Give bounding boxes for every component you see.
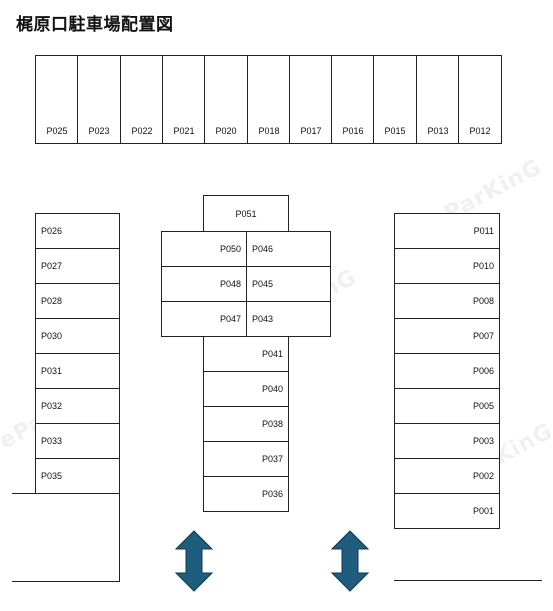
entrance-arrow-left [175, 530, 213, 592]
parking-space[interactable]: P011 [394, 213, 500, 249]
parking-space-label: P021 [173, 126, 195, 136]
parking-space-label: P016 [342, 126, 364, 136]
parking-space[interactable]: P035 [35, 458, 120, 494]
parking-space-label: P048 [219, 279, 241, 289]
parking-space-label: P008 [472, 296, 494, 306]
entrance-arrow-right [331, 530, 369, 592]
parking-space-label: P022 [131, 126, 153, 136]
parking-space-label: P015 [384, 126, 406, 136]
boundary-line-right-base [394, 580, 542, 581]
parking-space[interactable]: P046 [246, 231, 331, 267]
parking-space[interactable]: P021 [162, 55, 206, 144]
parking-space[interactable]: P043 [246, 301, 331, 337]
parking-space-label: P006 [472, 366, 494, 376]
parking-space[interactable]: P047 [161, 301, 247, 337]
parking-space[interactable]: P025 [35, 55, 79, 144]
parking-space[interactable]: P040 [203, 371, 289, 407]
parking-space[interactable]: P022 [120, 55, 164, 144]
parking-space-label: P028 [41, 296, 63, 306]
parking-space[interactable]: P010 [394, 248, 500, 284]
parking-space[interactable]: P012 [458, 55, 502, 144]
parking-space[interactable]: P026 [35, 213, 120, 249]
parking-space-label: P027 [41, 261, 63, 271]
parking-space[interactable]: P003 [394, 423, 500, 459]
page-title: 梶原口駐車場配置図 [16, 15, 174, 35]
parking-space[interactable]: P041 [203, 336, 289, 372]
parking-space[interactable]: P001 [394, 493, 500, 529]
parking-space-label: P017 [300, 126, 322, 136]
boundary-line-left-base [12, 581, 120, 582]
parking-space[interactable]: P048 [161, 266, 247, 302]
parking-space[interactable]: P005 [394, 388, 500, 424]
parking-space-label: P036 [261, 489, 283, 499]
parking-space-label: P011 [473, 226, 494, 236]
parking-space[interactable]: P006 [394, 353, 500, 389]
parking-space-label: P001 [472, 506, 494, 516]
parking-space-label: P038 [261, 419, 283, 429]
parking-space-label: P051 [235, 208, 257, 219]
parking-space[interactable]: P036 [203, 476, 289, 512]
parking-space-label: P033 [41, 436, 63, 446]
boundary-line-left-bottom [12, 493, 35, 494]
parking-space[interactable]: P032 [35, 388, 120, 424]
parking-space-label: P045 [252, 279, 274, 289]
parking-space[interactable]: P037 [203, 441, 289, 477]
parking-space[interactable]: P013 [416, 55, 460, 144]
parking-space-label: P023 [88, 126, 110, 136]
parking-space[interactable]: P038 [203, 406, 289, 442]
parking-space[interactable]: P002 [394, 458, 500, 494]
parking-space[interactable]: P016 [331, 55, 375, 144]
parking-space[interactable]: P051 [203, 195, 289, 232]
parking-space-label: P043 [252, 314, 274, 324]
parking-space-label: P018 [258, 126, 280, 136]
parking-space-label: P020 [215, 126, 237, 136]
parking-space-label: P005 [472, 401, 494, 411]
double-vertical-arrow-icon [175, 530, 213, 592]
parking-space-label: P025 [46, 126, 68, 136]
parking-space[interactable]: P007 [394, 318, 500, 354]
parking-space-label: P040 [261, 384, 283, 394]
double-vertical-arrow-icon [331, 530, 369, 592]
parking-space-label: P050 [219, 244, 241, 254]
parking-space[interactable]: P020 [204, 55, 248, 144]
parking-space-label: P013 [427, 126, 449, 136]
parking-space[interactable]: P031 [35, 353, 120, 389]
boundary-line-left-vertical [119, 493, 120, 582]
parking-space-label: P037 [261, 454, 283, 464]
parking-space-label: P002 [472, 471, 494, 481]
parking-space-label: P007 [472, 331, 494, 341]
parking-space[interactable]: P023 [77, 55, 121, 144]
parking-space[interactable]: P008 [394, 283, 500, 319]
parking-space[interactable]: P045 [246, 266, 331, 302]
parking-space[interactable]: P017 [289, 55, 333, 144]
parking-space-label: P041 [261, 349, 283, 359]
parking-space-label: P032 [41, 401, 63, 411]
parking-space-label: P031 [41, 366, 63, 376]
parking-space[interactable]: P015 [373, 55, 417, 144]
parking-space-label: P047 [219, 314, 241, 324]
parking-space-label: P035 [41, 471, 63, 481]
parking-space[interactable]: P028 [35, 283, 120, 319]
parking-space[interactable]: P050 [161, 231, 247, 267]
parking-space-label: P046 [252, 244, 274, 254]
parking-space-label: P026 [41, 226, 63, 236]
parking-space[interactable]: P030 [35, 318, 120, 354]
parking-space[interactable]: P033 [35, 423, 120, 459]
parking-space-label: P012 [469, 126, 491, 136]
parking-space[interactable]: P027 [35, 248, 120, 284]
parking-space[interactable]: P018 [247, 55, 291, 144]
parking-space-label: P010 [472, 261, 494, 271]
parking-space-label: P003 [472, 436, 494, 446]
parking-space-label: P030 [41, 331, 63, 341]
